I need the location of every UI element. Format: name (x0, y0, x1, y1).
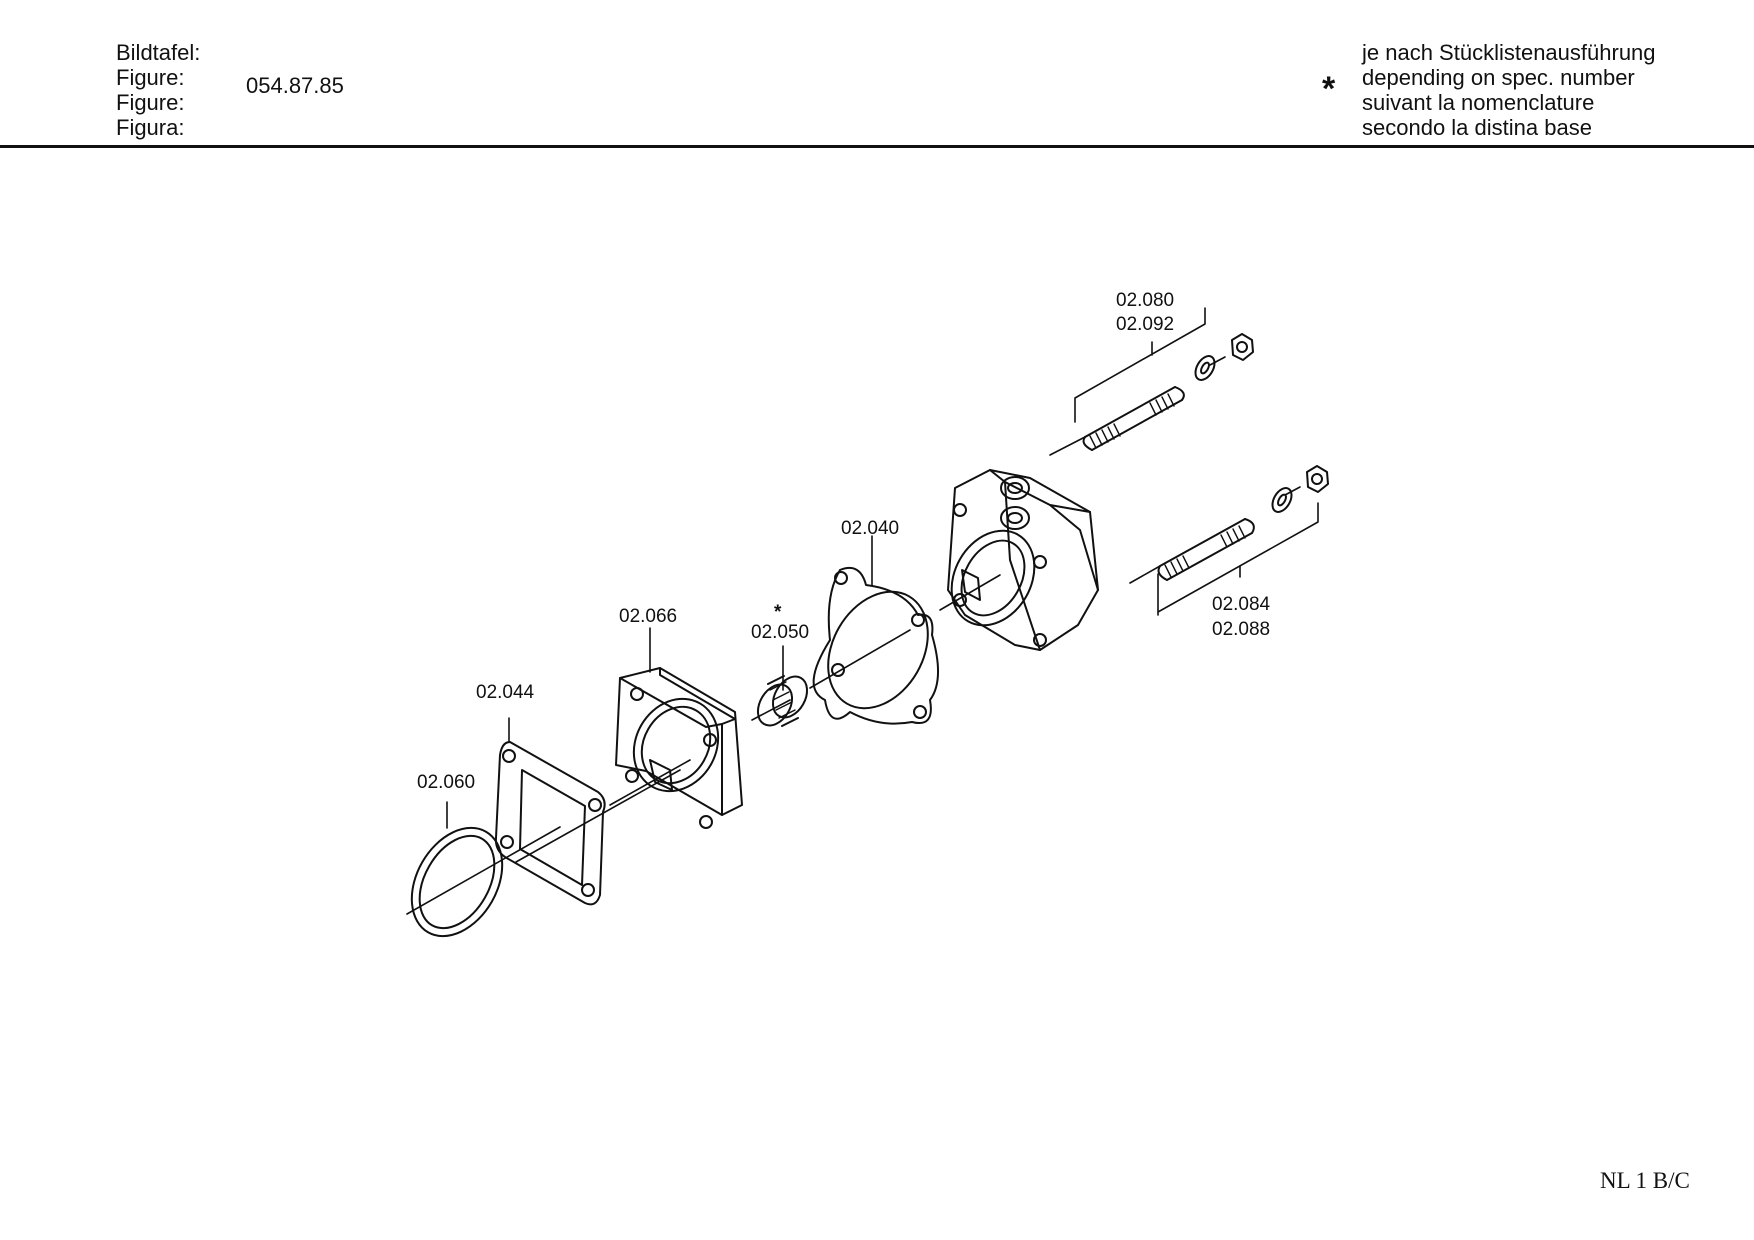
header-labels: Bildtafel: Figure: Figure: Figura: (116, 40, 200, 140)
part-upper-stud (1082, 333, 1254, 451)
label-02-084: 02.084 (1212, 594, 1271, 615)
asterisk-icon: * (1322, 70, 1336, 108)
part-gasket-round (812, 566, 940, 725)
leader-lines (446, 307, 1319, 829)
label-02-066: 02.066 (619, 606, 677, 627)
label-figura: Figura: (116, 115, 185, 140)
label-02-060: 02.060 (417, 772, 475, 793)
label-figure-en: Figure: (116, 65, 185, 90)
label-02-044: 02.044 (476, 682, 535, 703)
label-02-040: 02.040 (841, 518, 899, 539)
part-ring (410, 826, 504, 938)
label-02-050: 02.050 (751, 622, 809, 643)
label-bildtafel: Bildtafel: (116, 40, 201, 65)
spec-note-it: secondo la distina base (1362, 115, 1592, 140)
label-figure-fr: Figure: (116, 90, 185, 115)
part-pump-housing (947, 469, 1099, 651)
header-rule (0, 145, 1754, 148)
part-lower-stud (1157, 465, 1329, 581)
part-housing-plate (615, 667, 743, 829)
part-gasket-square (494, 741, 606, 906)
figure-number: 054.87.85 (246, 73, 344, 98)
label-02-092: 02.092 (1116, 314, 1174, 335)
sheet-code: NL 1 B/C (1600, 1168, 1690, 1193)
part-labels: 02.080 02.092 02.040 02.084 02.088 02.06… (417, 290, 1271, 793)
axis-lines (406, 356, 1301, 915)
spec-note-en: depending on spec. number (1362, 65, 1635, 90)
label-02-088: 02.088 (1212, 619, 1270, 640)
spec-note-de: je nach Stücklistenausführung (1362, 40, 1656, 65)
part-needle-bearing (756, 675, 809, 727)
spec-note-fr: suivant la nomenclature (1362, 90, 1595, 115)
spec-note: je nach Stücklistenausführung depending … (1362, 40, 1656, 140)
asterisk-mark-02-050: * (774, 602, 782, 623)
label-02-080: 02.080 (1116, 290, 1174, 311)
